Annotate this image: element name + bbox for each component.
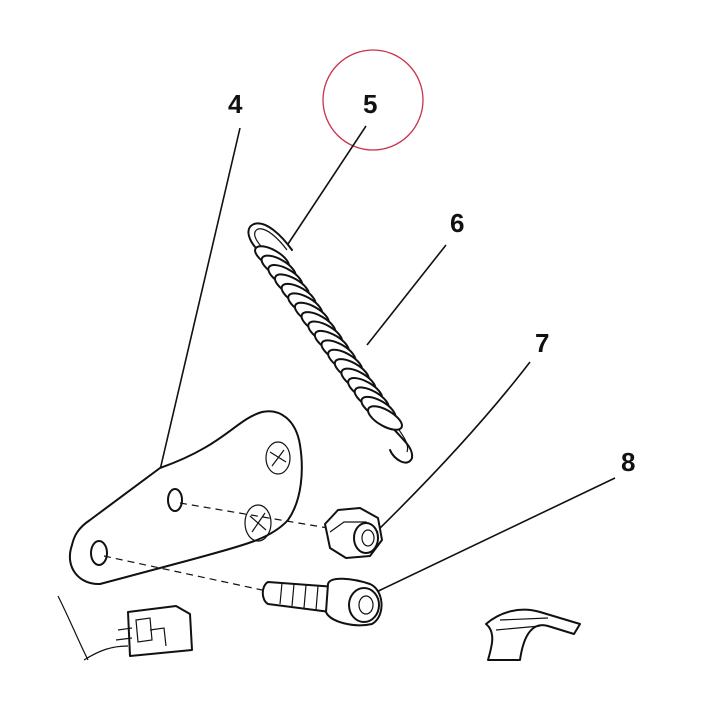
alignment-line-nut bbox=[179, 502, 329, 529]
spring-coil bbox=[367, 405, 403, 431]
bracket-rivet-lower bbox=[244, 504, 272, 542]
highlight-circle bbox=[322, 49, 424, 151]
connector-fragment bbox=[57, 595, 193, 661]
spring-hook-lower bbox=[387, 421, 414, 464]
bracket-rivet-upper bbox=[265, 441, 291, 475]
bracket-hole-upper bbox=[167, 488, 183, 512]
alignment-line-bolt bbox=[103, 555, 263, 591]
bracket-hole-lower bbox=[90, 540, 108, 566]
bracket-plate bbox=[69, 410, 303, 586]
callout-7: 7 bbox=[535, 328, 549, 358]
leader-line-4 bbox=[159, 127, 241, 471]
callout-5: 5 bbox=[363, 89, 377, 119]
flange-nut bbox=[324, 507, 383, 559]
leader-line-8 bbox=[367, 477, 616, 597]
leader-line-7 bbox=[374, 361, 531, 534]
callout-4: 4 bbox=[228, 89, 243, 119]
callout-8: 8 bbox=[621, 447, 635, 477]
pedal-fragment bbox=[485, 608, 581, 661]
leader-line-5 bbox=[287, 125, 367, 245]
flange-bolt bbox=[261, 577, 383, 627]
leader-line-6 bbox=[366, 244, 447, 346]
callout-6: 6 bbox=[450, 208, 464, 238]
tension-spring bbox=[247, 222, 414, 464]
